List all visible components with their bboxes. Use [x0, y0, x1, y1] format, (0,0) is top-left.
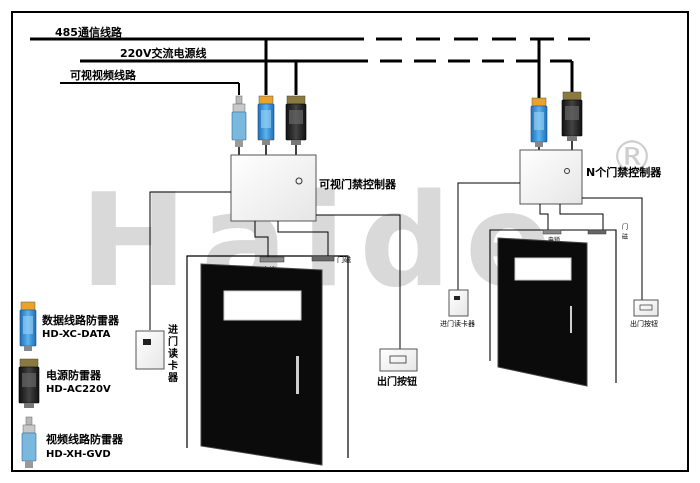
svg-text:进: 进 [168, 323, 178, 336]
door-handle [296, 356, 299, 394]
door-window [514, 257, 572, 281]
power-label: 220V交流电源线 [120, 46, 206, 60]
door-magnet [587, 229, 607, 235]
legend-power-name: 电源防雷器 [46, 368, 102, 382]
data-surge-protector-icon [257, 95, 275, 146]
svg-text:卡: 卡 [168, 359, 178, 372]
power-surge-protector-icon [285, 95, 307, 146]
controller-box [230, 154, 317, 222]
legend-data-name: 数据线路防雷器 [42, 313, 120, 327]
svg-text:器: 器 [167, 372, 179, 384]
door-window [223, 290, 302, 321]
svg-text:门: 门 [168, 335, 178, 348]
electric-lock [542, 229, 562, 235]
card-reader [135, 330, 165, 370]
door-magnet [311, 255, 335, 262]
legend: 数据线路防雷器 HD-XC-DATA 电源防雷器 HD-AC220V 视频线路防… [18, 301, 124, 469]
svg-text:读: 读 [168, 347, 178, 360]
power-surge-protector-icon [561, 91, 583, 142]
legend-power-model: HD-AC220V [46, 384, 111, 395]
exit-button-label: 出门按钮 [630, 319, 658, 328]
exit-button-label: 出门按钮 [377, 375, 417, 388]
diagram-frame [11, 11, 689, 472]
power-surge-protector-icon [18, 358, 40, 409]
magnet-label: 门磁 [337, 255, 351, 264]
controller-box [519, 149, 583, 205]
legend-video-name: 视频线路防雷器 [46, 432, 124, 446]
video-surge-protector-icon [231, 95, 247, 148]
card-reader [448, 289, 469, 317]
data-surge-protector-icon [530, 97, 548, 148]
rs485-label: 485通信线路 [55, 25, 123, 39]
svg-text:磁: 磁 [622, 233, 628, 241]
reader-label: 进 门 读 卡 器 [167, 323, 179, 384]
lock-label: 电锁 [548, 236, 560, 244]
controller-label: N个门禁控制器 [586, 165, 662, 179]
magnet-label: 门 磁 [622, 223, 628, 241]
svg-text:®: ® [610, 132, 654, 183]
data-surge-protector-icon [19, 301, 37, 352]
left-access-unit: 可视门禁控制器 电锁 门磁 进 门 读 卡 器 出门按钮 [135, 154, 418, 466]
door-handle [570, 306, 572, 333]
controller-label: 可视门禁控制器 [319, 177, 397, 191]
exit-button [633, 299, 659, 317]
exit-button [379, 348, 418, 372]
reader-label: 进门读卡器 [440, 319, 475, 328]
svg-text:门: 门 [622, 223, 628, 231]
legend-data-model: HD-XC-DATA [42, 329, 111, 340]
electric-lock [259, 256, 285, 263]
right-access-unit: N个门禁控制器 电锁 门 磁 进门读卡器 出门按钮 [440, 149, 662, 387]
video-label: 可视视频线路 [70, 68, 137, 82]
video-surge-protector-icon [21, 416, 37, 469]
legend-video-model: HD-XH-GVD [46, 449, 111, 460]
